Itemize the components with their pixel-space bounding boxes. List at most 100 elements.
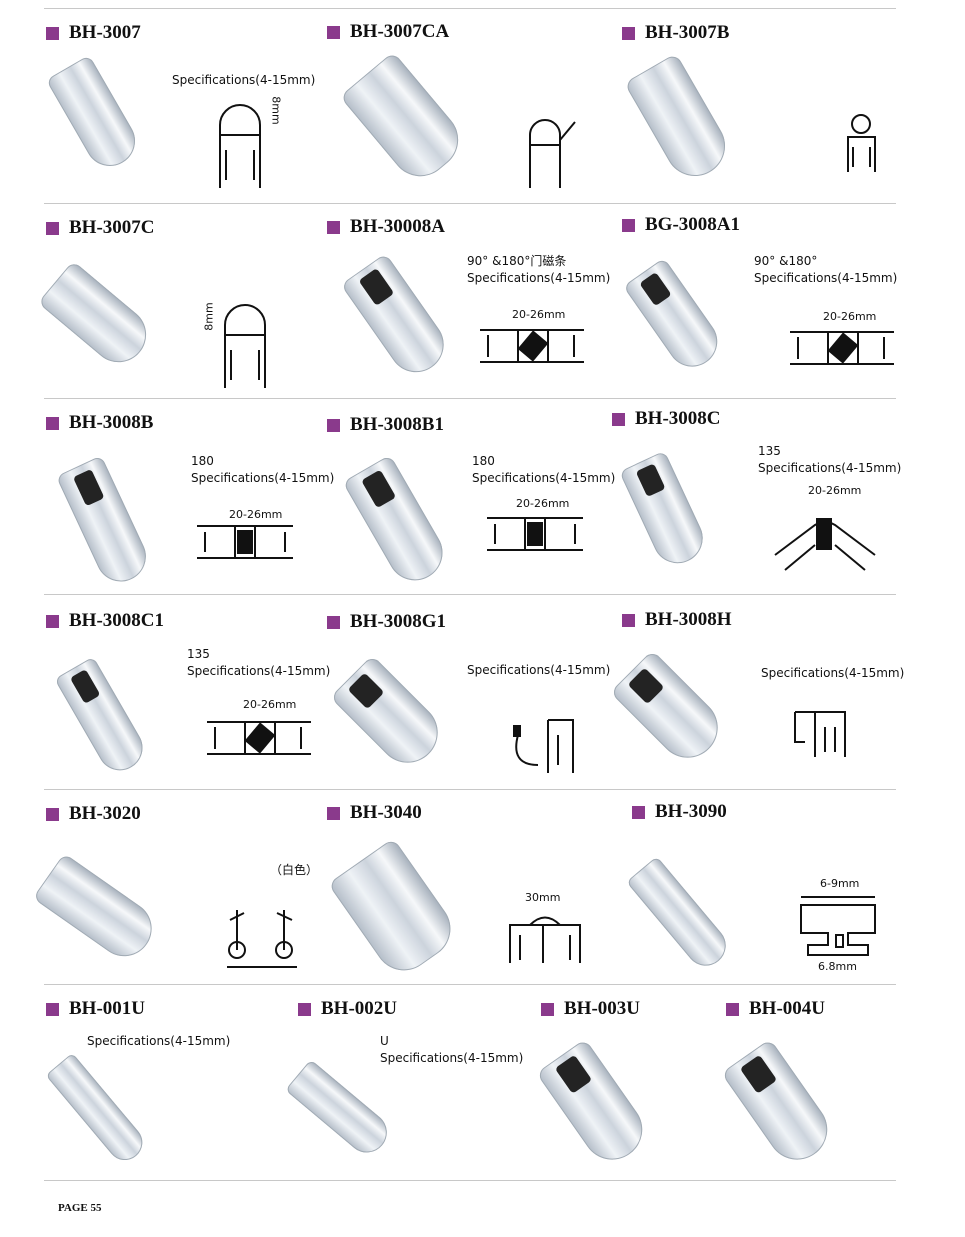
product-code: BH-3008G1 — [350, 611, 447, 632]
row-divider — [44, 789, 896, 790]
dimension-label: 20-26mm — [512, 308, 566, 321]
bullet-square-icon — [46, 807, 59, 821]
spec-line: 180 — [472, 454, 495, 468]
bullet-square-icon — [541, 1002, 554, 1016]
product-title: BH-3008H — [622, 609, 732, 631]
profile-diagram — [205, 712, 315, 766]
spec-line: Specifications(4-15mm) — [758, 461, 902, 475]
specification-text: 90° &180°Specifications(4-15mm) — [754, 253, 897, 287]
magnet-strip — [639, 271, 672, 307]
product-image — [329, 654, 451, 776]
product-image — [342, 454, 453, 591]
product-code: BH-3008B — [69, 412, 154, 433]
spec-line: Specifications(4-15mm) — [380, 1051, 524, 1065]
product-title: BH-3008C1 — [46, 610, 164, 632]
profile-diagram — [215, 300, 275, 394]
product-code: BH-3007CA — [350, 21, 450, 42]
magnet-strip — [72, 468, 105, 507]
bullet-square-icon — [327, 220, 340, 234]
product-code: BH-3007 — [69, 22, 141, 43]
product-image — [37, 260, 158, 374]
bullet-square-icon — [46, 416, 59, 430]
product-image — [285, 1059, 395, 1161]
spec-line: Specifications(4-15mm) — [472, 471, 616, 485]
bullet-square-icon — [327, 418, 340, 432]
product-code: BH-3008C — [635, 408, 721, 429]
product-title: BH-3008B1 — [327, 414, 444, 436]
product-title: BH-002U — [298, 998, 397, 1020]
row-divider — [44, 984, 896, 985]
profile-diagram — [520, 110, 580, 194]
product-title: BH-3007 — [46, 22, 141, 44]
magnet-strip — [358, 268, 395, 307]
product-image — [609, 649, 731, 771]
product-image — [624, 53, 736, 187]
product-image — [721, 1038, 839, 1172]
dimension-label: 20-26mm — [808, 484, 862, 497]
spec-line: Specifications(4-15mm) — [87, 1034, 231, 1048]
specification-text: Specifications(4-15mm) — [172, 72, 315, 89]
product-code: BH-004U — [749, 998, 825, 1019]
row-divider — [44, 8, 896, 9]
specification-text: Specifications(4-15mm) — [467, 662, 610, 679]
bullet-square-icon — [46, 1002, 59, 1016]
product-title: BH-004U — [726, 998, 825, 1020]
specification-text: Specifications(4-15mm) — [87, 1033, 230, 1050]
spec-line: Specifications(4-15mm) — [467, 271, 611, 285]
magnet-strip — [627, 667, 665, 705]
product-title: BH-30008A — [327, 216, 445, 238]
profile-diagram — [770, 500, 880, 579]
profile-diagram — [222, 905, 302, 974]
product-title: BG-3008A1 — [622, 214, 740, 236]
spec-line: Specifications(4-15mm) — [754, 271, 898, 285]
bullet-square-icon — [726, 1002, 739, 1016]
row-divider — [44, 594, 896, 595]
profile-diagram — [798, 885, 878, 964]
product-code: BH-3040 — [350, 802, 422, 823]
product-image — [339, 51, 471, 189]
profile-diagram — [195, 518, 295, 567]
product-title: BH-3007B — [622, 22, 729, 44]
product-title: BH-3008C — [612, 408, 721, 430]
spec-line: （白色） — [270, 863, 319, 877]
spec-line: 135 — [187, 647, 210, 661]
product-image — [619, 450, 711, 572]
product-code: BH-3008B1 — [350, 414, 444, 435]
row-divider — [44, 398, 896, 399]
product-image — [32, 853, 163, 967]
product-title: BH-001U — [46, 998, 145, 1020]
profile-diagram — [505, 905, 585, 969]
bullet-square-icon — [327, 806, 340, 820]
product-code: BH-3008H — [645, 609, 732, 630]
product-title: BH-3020 — [46, 803, 141, 825]
product-image — [327, 837, 463, 983]
bullet-square-icon — [46, 26, 59, 40]
spec-line: 180 — [191, 454, 214, 468]
product-title: BH-003U — [541, 998, 640, 1020]
product-code: BH-002U — [321, 998, 397, 1019]
product-image — [536, 1038, 654, 1172]
specification-text: Specifications(4-15mm) — [761, 665, 904, 682]
product-image — [340, 253, 455, 383]
bullet-square-icon — [327, 25, 340, 39]
spec-line: Specifications(4-15mm) — [172, 73, 316, 87]
magnet-strip — [739, 1054, 778, 1095]
spec-line: Specifications(4-15mm) — [187, 664, 331, 678]
bullet-square-icon — [327, 615, 340, 629]
spec-line: U — [380, 1034, 389, 1048]
specification-text: U Specifications(4-15mm) — [380, 1033, 523, 1067]
magnet-strip — [360, 469, 396, 509]
profile-diagram — [508, 715, 578, 779]
product-code: BH-3007B — [645, 22, 730, 43]
dimension-label: 8mm — [202, 302, 216, 331]
spec-line: Specifications(4-15mm) — [761, 666, 905, 680]
product-title: BH-3040 — [327, 802, 422, 824]
product-code: BH-3007C — [69, 217, 155, 238]
product-image — [626, 856, 734, 974]
bullet-square-icon — [632, 805, 645, 819]
product-code: BH-30008A — [350, 216, 445, 237]
